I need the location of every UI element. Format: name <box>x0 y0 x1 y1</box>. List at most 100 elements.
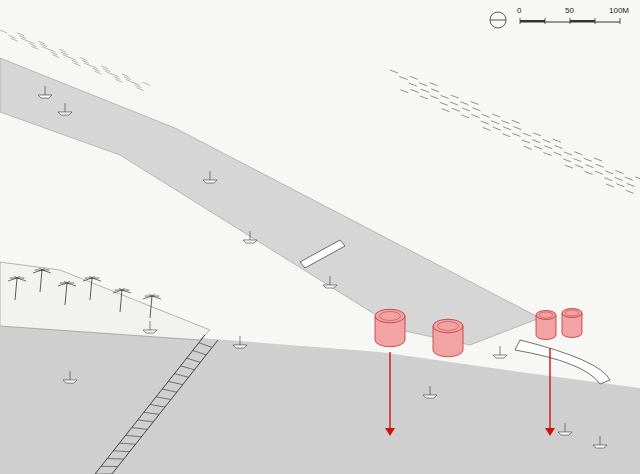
bridge-plank <box>156 397 171 400</box>
marsh-stroke <box>574 152 582 155</box>
marsh-stroke <box>635 177 640 180</box>
boat-mast <box>210 171 211 180</box>
marsh-stroke <box>95 71 102 74</box>
marsh-stroke <box>615 171 623 174</box>
marsh-stroke <box>137 88 144 91</box>
marsh-stroke <box>503 127 511 130</box>
scale-tick <box>520 18 521 24</box>
bridge-plank <box>174 374 188 378</box>
palm-frond <box>17 278 26 281</box>
palm-tree <box>113 288 131 312</box>
palm-tree <box>8 276 26 300</box>
marsh-stroke <box>543 139 551 142</box>
boat-mast <box>430 386 431 395</box>
boat-hull <box>323 285 337 288</box>
boat-mast <box>65 103 66 112</box>
marsh-stroke <box>555 145 563 148</box>
round-tower <box>562 309 582 338</box>
boat-hull <box>38 95 52 98</box>
boat-hull <box>593 445 607 448</box>
scale-tick <box>545 18 546 24</box>
bridge-plank <box>107 458 124 460</box>
boat-mast <box>600 436 601 445</box>
palm-tree <box>83 276 101 300</box>
marsh-stroke <box>28 41 35 44</box>
marsh-stroke <box>390 70 398 73</box>
arrow-shaft <box>549 348 550 430</box>
marsh-stroke <box>596 164 604 167</box>
marsh-stroke <box>615 177 623 180</box>
boat-mast <box>70 371 71 380</box>
boat <box>423 386 437 398</box>
north-needle <box>490 20 506 21</box>
marsh-stroke <box>80 58 87 61</box>
marsh-stroke <box>524 146 532 149</box>
marsh-stroke <box>103 69 110 72</box>
scale-segment <box>570 20 595 22</box>
boat-hull <box>558 432 572 435</box>
boat-hull <box>63 380 77 383</box>
marsh-stroke <box>61 52 68 55</box>
marsh-stroke <box>143 82 150 85</box>
bridge-plank <box>168 381 182 384</box>
bridge <box>95 335 218 474</box>
marsh-stroke <box>606 184 614 187</box>
palm-frond <box>67 283 76 286</box>
boat <box>233 336 247 348</box>
palm-trunk <box>15 278 17 300</box>
marsh-stroke <box>512 120 520 123</box>
marsh-stroke <box>573 159 581 162</box>
marsh-stroke <box>441 109 449 112</box>
marsh-stroke <box>0 30 7 33</box>
marsh-stroke <box>49 49 56 52</box>
boat <box>63 371 77 383</box>
boat-mast <box>565 423 566 432</box>
boat-hull <box>203 180 217 183</box>
palm-frond <box>152 296 161 299</box>
boat-mast <box>330 276 331 285</box>
tower-parapet <box>565 310 579 316</box>
marsh-stroke <box>11 38 18 41</box>
marsh-stroke <box>493 127 501 130</box>
marsh-stroke <box>483 127 491 130</box>
marsh-stroke <box>32 46 39 49</box>
marsh-stroke <box>74 63 81 66</box>
marsh-stroke <box>429 83 437 86</box>
palm-frond <box>119 288 122 290</box>
arrow-head <box>545 428 555 436</box>
marsh-stroke <box>553 139 561 142</box>
marsh-stroke <box>462 108 470 111</box>
marsh-stroke <box>91 66 98 69</box>
bridge-plank <box>162 389 177 392</box>
boat-mast <box>240 336 241 345</box>
sea <box>0 322 640 474</box>
marsh-stroke <box>122 74 129 77</box>
marsh-stroke <box>105 71 112 74</box>
marsh-stroke <box>501 121 509 124</box>
marsh-stroke <box>533 133 541 136</box>
marsh-stroke <box>431 89 439 92</box>
palm-trunk <box>150 296 152 318</box>
marsh-stroke <box>594 158 602 161</box>
marsh-stroke <box>492 114 500 117</box>
palm-tree <box>58 281 76 305</box>
harbour-mole <box>515 340 610 384</box>
tower-top <box>536 311 556 320</box>
bridge-plank <box>193 350 206 354</box>
palm-frond <box>8 278 17 281</box>
marsh-stroke <box>523 133 531 136</box>
marsh-stroke <box>522 140 530 143</box>
marsh-stroke <box>17 33 24 36</box>
scale-tick <box>595 18 596 24</box>
scale-label: 50 <box>565 7 574 15</box>
tower-top <box>433 319 463 333</box>
round-tower <box>433 319 463 357</box>
marsh-stroke <box>430 96 438 99</box>
marsh-stroke <box>400 90 408 93</box>
marsh-stroke <box>420 96 428 99</box>
bridge-rail <box>112 340 218 474</box>
scale-tick <box>620 18 621 24</box>
marsh-stroke <box>491 121 499 124</box>
marsh-stroke <box>604 178 612 181</box>
